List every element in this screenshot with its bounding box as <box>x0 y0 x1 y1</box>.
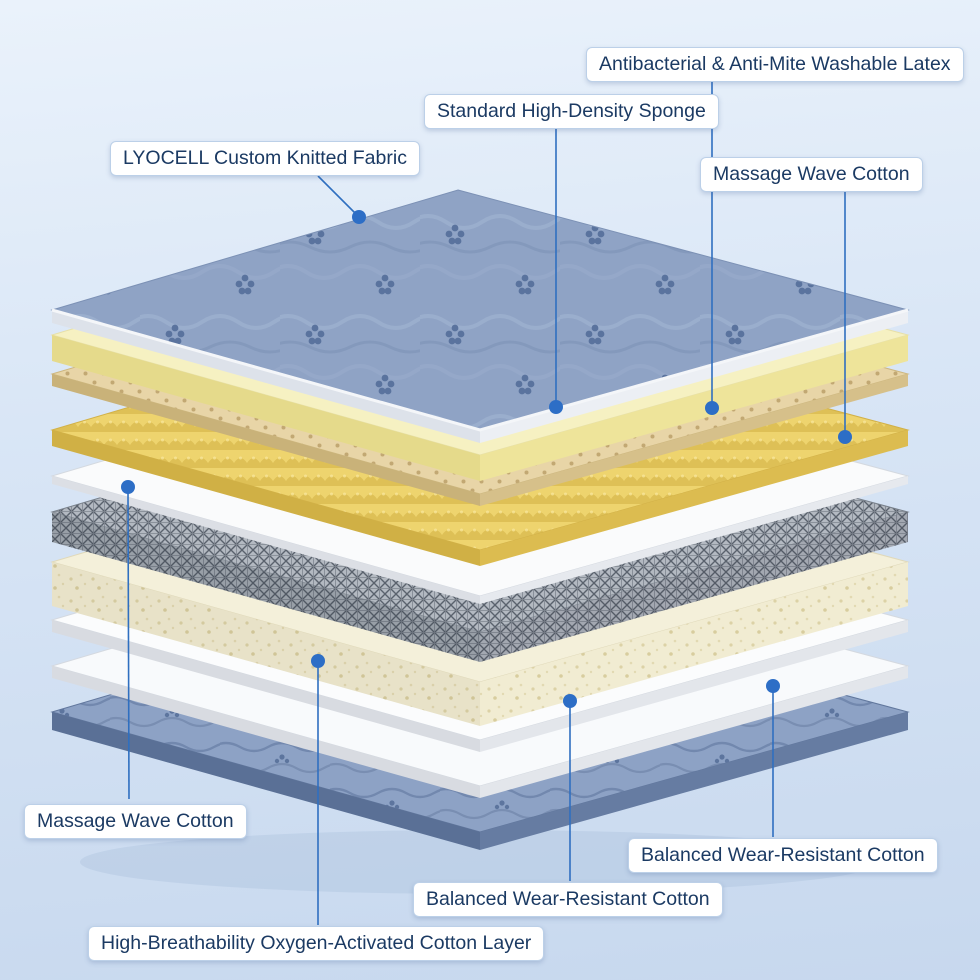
label-high-breathability-cotton: High-Breathability Oxygen-Activated Cott… <box>88 926 545 962</box>
pointer-dots <box>121 210 852 708</box>
sheet-a-right-face <box>480 620 908 752</box>
mesh-right-face <box>480 512 908 662</box>
sheet-a-left-face <box>52 620 480 752</box>
mesh-left-face-shade <box>52 512 480 662</box>
mesh-right-face-shade <box>480 512 908 662</box>
white-sheet-left-face <box>52 476 480 604</box>
bottom-wave-fabric-left-face <box>52 712 480 850</box>
label-antibacterial-latex: Antibacterial & Anti-Mite Washable Latex <box>586 47 964 83</box>
foam-left-face-shade <box>52 562 480 726</box>
sponge-left-face <box>52 335 480 481</box>
label-massage-wave-cotton-left: Massage Wave Cotton <box>24 804 247 840</box>
label-lyocell-knitted-fabric: LYOCELL Custom Knitted Fabric <box>110 141 420 177</box>
sponge-right-face <box>480 335 908 481</box>
foam-right-face <box>480 562 908 726</box>
label-high-density-sponge: Standard High-Density Sponge <box>424 94 719 130</box>
latex-right-face <box>480 374 908 506</box>
dot-sponge <box>549 400 563 414</box>
fabric-left-face <box>52 310 480 443</box>
fabric-right-face <box>480 310 908 443</box>
layer-lyocell-knitted-fabric <box>50 189 910 443</box>
bottom-wave-fabric-right-face <box>480 712 908 850</box>
dot-latex <box>705 401 719 415</box>
latex-left-face <box>52 374 480 506</box>
dot-fabric <box>352 210 366 224</box>
egg-crate-right-face <box>480 430 908 566</box>
dot-balanced-right <box>766 679 780 693</box>
connector-lines <box>127 80 846 925</box>
sheet-b-right-face <box>480 666 908 798</box>
dot-wave-right <box>838 430 852 444</box>
egg-crate-left-face <box>52 430 480 566</box>
connector-wave-left <box>127 492 130 800</box>
mesh-left-face <box>52 512 480 662</box>
fabric-piping-edge <box>51 308 909 432</box>
foam-left-face <box>52 562 480 726</box>
connector-fabric <box>317 175 357 215</box>
dot-breathable <box>311 654 325 668</box>
sheet-b-left-face <box>52 666 480 798</box>
dot-balanced-center <box>563 694 577 708</box>
white-sheet-right-face <box>480 476 908 604</box>
dot-wave-left <box>121 480 135 494</box>
label-balanced-wear-resistant-center: Balanced Wear-Resistant Cotton <box>413 882 723 918</box>
label-massage-wave-cotton-right: Massage Wave Cotton <box>700 157 923 193</box>
label-balanced-wear-resistant-right: Balanced Wear-Resistant Cotton <box>628 838 938 874</box>
